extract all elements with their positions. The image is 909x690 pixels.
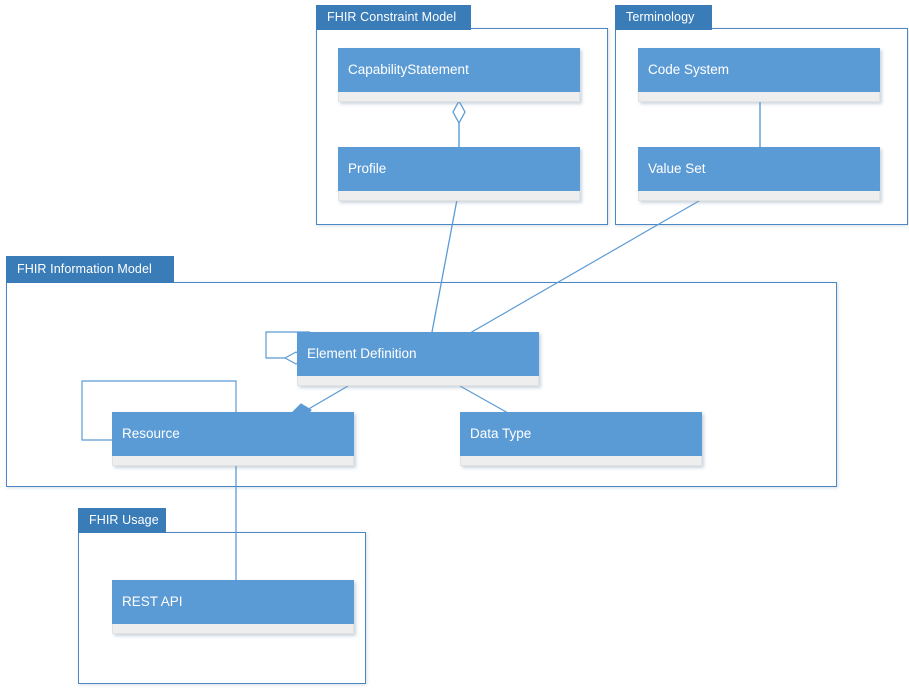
- class-name-code-system: Code System: [638, 48, 880, 92]
- class-name-resource: Resource: [112, 412, 354, 456]
- class-compartment-capability-statement: [338, 92, 580, 102]
- package-tab-fhir-usage[interactable]: FHIR Usage: [78, 508, 166, 533]
- class-compartment-resource: [112, 456, 354, 466]
- class-box-profile[interactable]: Profile: [338, 147, 580, 201]
- class-compartment-profile: [338, 191, 580, 201]
- class-compartment-element-definition: [297, 376, 539, 386]
- class-box-resource[interactable]: Resource: [112, 412, 354, 466]
- class-box-capability-statement[interactable]: CapabilityStatement: [338, 48, 580, 102]
- class-box-data-type[interactable]: Data Type: [460, 412, 702, 466]
- package-tab-terminology[interactable]: Terminology: [615, 5, 712, 30]
- class-box-code-system[interactable]: Code System: [638, 48, 880, 102]
- class-compartment-value-set: [638, 191, 880, 201]
- class-compartment-rest-api: [112, 624, 354, 634]
- class-box-value-set[interactable]: Value Set: [638, 147, 880, 201]
- package-tab-fhir-information-model[interactable]: FHIR Information Model: [6, 256, 174, 283]
- class-name-data-type: Data Type: [460, 412, 702, 456]
- class-name-profile: Profile: [338, 147, 580, 191]
- class-compartment-data-type: [460, 456, 702, 466]
- class-name-capability-statement: CapabilityStatement: [338, 48, 580, 92]
- class-name-rest-api: REST API: [112, 580, 354, 624]
- class-name-value-set: Value Set: [638, 147, 880, 191]
- class-box-element-definition[interactable]: Element Definition: [297, 332, 539, 386]
- class-name-element-definition: Element Definition: [297, 332, 539, 376]
- package-tab-fhir-constraint-model[interactable]: FHIR Constraint Model: [316, 5, 471, 30]
- class-compartment-code-system: [638, 92, 880, 102]
- class-box-rest-api[interactable]: REST API: [112, 580, 354, 634]
